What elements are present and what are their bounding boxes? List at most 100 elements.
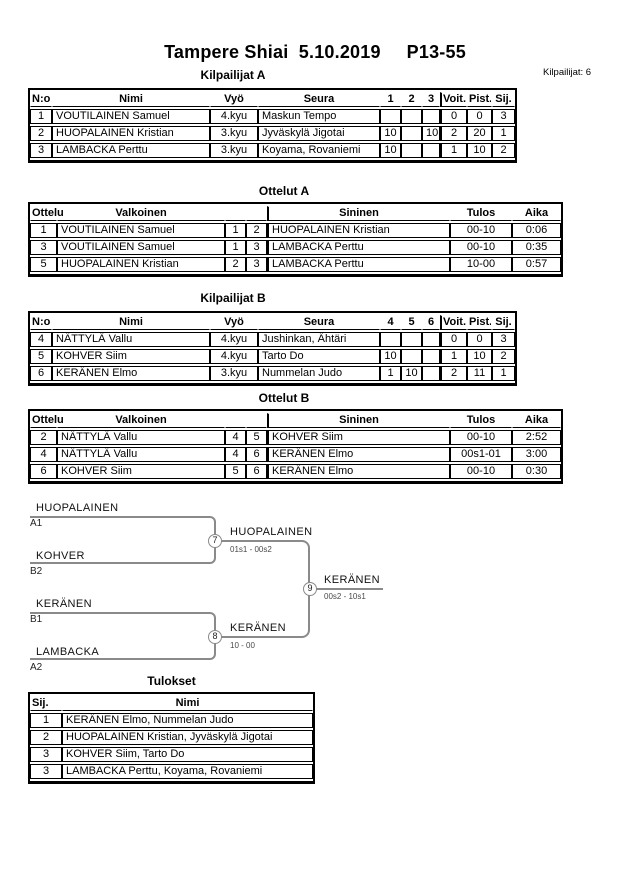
cell-result: 00-10 [450, 464, 512, 479]
match-number-badge: 9 [303, 582, 317, 596]
bracket-winner-label: KERÄNEN [324, 574, 380, 586]
table-row: 6 KERÄNEN Elmo 3.kyu Nummelan Judo 1 10 … [30, 366, 515, 381]
cell-match: 6 [30, 464, 57, 479]
table-row: 5 HUOPALAINEN Kristian 2 3 LAMBACKA Pert… [30, 257, 561, 272]
table-row: 4 NÄTTYLÄ Vallu 4.kyu Jushinkan, Ähtäri … [30, 332, 515, 347]
col-r2: 2 [401, 92, 422, 107]
cell-r2 [401, 126, 422, 141]
bracket-seed-label: A2 [30, 662, 43, 673]
cell-name: HUOPALAINEN Kristian [52, 126, 210, 141]
cell-club: Nummelan Judo [258, 366, 380, 381]
table-row: 1 KERÄNEN Elmo, Nummelan Judo [30, 713, 313, 728]
cell-r3 [422, 332, 440, 347]
cell-r3 [422, 349, 440, 364]
bracket-player-label: LAMBACKA [36, 646, 100, 658]
pool-a-title: Kilpailijat A [200, 68, 266, 82]
cell-belt: 3.kyu [210, 366, 258, 381]
table-row: 5 KOHVER Siim 4.kyu Tarto Do 10 1 10 2 [30, 349, 515, 364]
cell-place: 1 [492, 126, 515, 141]
cell-r3: 10 [422, 126, 440, 141]
cell-wno: 4 [225, 430, 246, 445]
bracket-score-label: 10 - 00 [230, 641, 255, 650]
cell-place: 3 [30, 747, 62, 762]
cell-place: 2 [492, 349, 515, 364]
cell-blue: KERÄNEN Elmo [267, 464, 450, 479]
table-row: 2 HUOPALAINEN Kristian, Jyväskylä Jigota… [30, 730, 313, 745]
cell-club: Tarto Do [258, 349, 380, 364]
cell-bno: 3 [246, 240, 267, 255]
bracket-player-label: KOHVER [36, 550, 85, 562]
col-wno [225, 413, 246, 428]
cell-name: KOHVER Siim, Tarto Do [62, 747, 313, 762]
table-row: 3 KOHVER Siim, Tarto Do [30, 747, 313, 762]
pool-a-table: N:o Nimi Vyö Seura 1 2 3 Voit. Pist. Sij… [28, 88, 517, 163]
col-bno [246, 206, 267, 221]
col-place: Sij. [492, 92, 515, 107]
cell-wins: 1 [440, 143, 467, 158]
cell-r1: 1 [380, 366, 401, 381]
cell-wins: 0 [440, 332, 467, 347]
col-no: N:o [30, 316, 52, 330]
col-blue: Sininen [267, 206, 450, 221]
bracket-player-label: KERÄNEN [36, 598, 92, 610]
cell-wno: 2 [225, 257, 246, 272]
col-blue: Sininen [267, 413, 450, 428]
cell-club: Maskun Tempo [258, 109, 380, 124]
cell-no: 1 [30, 109, 52, 124]
col-time: Aika [512, 206, 561, 221]
bracket-seed-label: A1 [30, 518, 43, 529]
cell-wins: 2 [440, 366, 467, 381]
cell-result: 00-10 [450, 430, 512, 445]
cell-name: VOUTILAINEN Samuel [52, 109, 210, 124]
cell-time: 0:30 [512, 464, 561, 479]
table-row: 1 VOUTILAINEN Samuel 1 2 HUOPALAINEN Kri… [30, 223, 561, 238]
table-row: 2 NÄTTYLÄ Vallu 4 5 KOHVER Siim 00-10 2:… [30, 430, 561, 445]
col-match: Ottelu [30, 414, 64, 428]
cell-points: 0 [467, 109, 492, 124]
cell-wins: 0 [440, 109, 467, 124]
pool-b-table: N:o Nimi Vyö Seura 4 5 6 Voit. Pist. Sij… [28, 311, 517, 386]
cell-time: 0:57 [512, 257, 561, 272]
bracket-winner-label: HUOPALAINEN [230, 526, 313, 538]
matches-b-grid: Ottelu Valkoinen Sininen Tulos Aika 2 NÄ… [30, 411, 561, 481]
cell-match: 2 [30, 430, 57, 445]
cell-r3 [422, 109, 440, 124]
table-row: 3 LAMBACKA Perttu 3.kyu Koyama, Rovaniem… [30, 143, 515, 158]
col-r1: 1 [380, 92, 401, 107]
matches-a-header-row: Ottelu Valkoinen Sininen Tulos Aika [30, 206, 561, 221]
bracket-seed-label: B2 [30, 566, 43, 577]
page-title: Tampere Shiai 5.10.2019 P13-55 [164, 42, 466, 62]
table-row: 4 NÄTTYLÄ Vallu 4 6 KERÄNEN Elmo 00s1-01… [30, 447, 561, 462]
matches-b-table: Ottelu Valkoinen Sininen Tulos Aika 2 NÄ… [28, 409, 563, 484]
cell-blue: HUOPALAINEN Kristian [267, 223, 450, 238]
cell-points: 20 [467, 126, 492, 141]
cell-place: 2 [30, 730, 62, 745]
cell-wno: 5 [225, 464, 246, 479]
col-result: Tulos [450, 206, 512, 221]
cell-r2 [401, 332, 422, 347]
col-time: Aika [512, 413, 561, 428]
col-place: Sij. [492, 315, 515, 330]
col-r3: 6 [422, 315, 440, 330]
cell-no: 4 [30, 332, 52, 347]
cell-place: 3 [30, 764, 62, 779]
col-result: Tulos [450, 413, 512, 428]
cell-belt: 4.kyu [210, 332, 258, 347]
cell-blue: LAMBACKA Perttu [267, 240, 450, 255]
cell-bno: 2 [246, 223, 267, 238]
col-white: Valkoinen [57, 413, 225, 428]
cell-bno: 6 [246, 447, 267, 462]
cell-r2 [401, 109, 422, 124]
cell-name: HUOPALAINEN Kristian, Jyväskylä Jigotai [62, 730, 313, 745]
cell-r2: 10 [401, 366, 422, 381]
cell-r1: 10 [380, 126, 401, 141]
competitors-count: Kilpailijat: 6 [543, 67, 592, 78]
bracket-score-label: 01s1 - 00s2 [230, 545, 272, 554]
table-row: 3 VOUTILAINEN Samuel 1 3 LAMBACKA Perttu… [30, 240, 561, 255]
cell-match: 1 [30, 223, 57, 238]
cell-r3 [422, 143, 440, 158]
cell-bno: 5 [246, 430, 267, 445]
pool-a-header-row: N:o Nimi Vyö Seura 1 2 3 Voit. Pist. Sij… [30, 92, 515, 107]
cell-place: 2 [492, 143, 515, 158]
col-wno [225, 206, 246, 221]
